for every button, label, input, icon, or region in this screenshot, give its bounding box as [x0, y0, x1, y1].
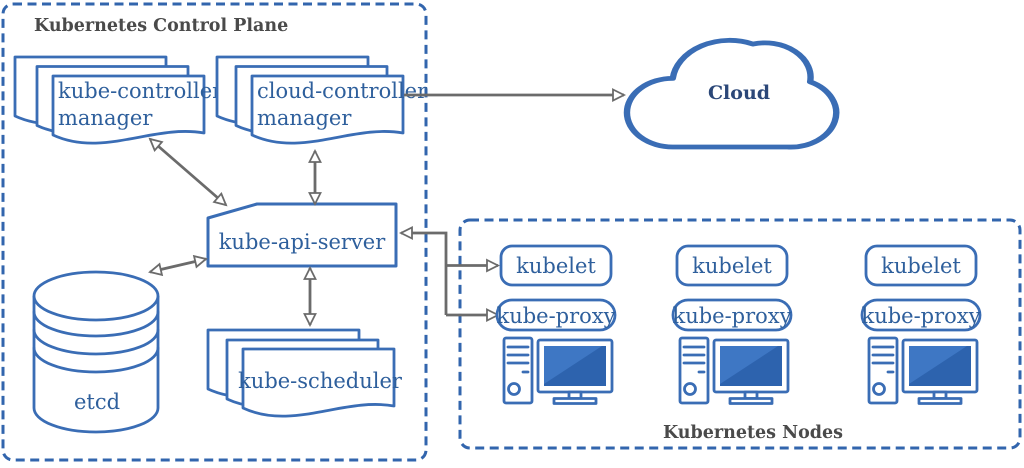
- etcd-shape: etcd: [32, 270, 160, 434]
- cloud-shape: Cloud: [623, 37, 840, 150]
- etcd-body: [32, 296, 160, 434]
- kube-scheduler-label: kube-scheduler: [238, 369, 403, 393]
- cloud-label: Cloud: [708, 82, 770, 104]
- kube-api-server-label: kube-api-server: [219, 230, 387, 254]
- kube-proxy-label: kube-proxy: [496, 304, 615, 328]
- kube-controller-manager-shape: kube-controller manager: [13, 55, 223, 145]
- kube-proxy-label: kube-proxy: [672, 304, 791, 328]
- kube-proxy-label: kube-proxy: [861, 304, 980, 328]
- api-server-outline: [206, 202, 398, 268]
- kubelet-label: kubelet: [881, 254, 961, 278]
- cloud-controller-manager-label-line2: manager: [257, 106, 352, 130]
- kube-api-server-shape: kube-api-server: [206, 202, 398, 268]
- kubelet-box: [864, 244, 978, 287]
- arrow-nodes-api-server: [398, 226, 448, 315]
- kube-proxy-box: [860, 298, 982, 332]
- kubelet-label: kubelet: [692, 254, 772, 278]
- nodes-title: Kubernetes Nodes: [663, 423, 843, 443]
- cloud-controller-manager-label-line1: cloud-controller: [257, 79, 428, 103]
- etcd-band: [32, 310, 160, 338]
- kube-proxy-box: [495, 298, 617, 332]
- node-3: kubelet kube-proxy: [860, 244, 982, 405]
- etcd-band: [32, 328, 160, 356]
- cloud-controller-manager-shape: cloud-controller manager: [215, 55, 428, 145]
- kubelet-box: [675, 244, 789, 287]
- control-plane-title: Kubernetes Control Plane: [34, 16, 288, 36]
- arrow-api-server-etcd: [148, 254, 208, 277]
- kube-scheduler-shape: kube-scheduler: [206, 328, 403, 418]
- etcd-band: [32, 346, 160, 374]
- kube-controller-manager-label-line1: kube-controller: [58, 79, 223, 103]
- cloud-outline: [623, 37, 840, 150]
- etcd-label: etcd: [74, 390, 120, 414]
- kubelet-box: [499, 244, 613, 287]
- kube-proxy-box: [671, 298, 793, 332]
- kube-controller-manager-label-line2: manager: [58, 106, 153, 130]
- arrow-controller-manager-api-server: [148, 137, 228, 207]
- node-2: kubelet kube-proxy: [671, 244, 793, 405]
- node-1: kubelet kube-proxy: [495, 244, 617, 405]
- kubelet-label: kubelet: [516, 254, 596, 278]
- etcd-top: [32, 270, 160, 322]
